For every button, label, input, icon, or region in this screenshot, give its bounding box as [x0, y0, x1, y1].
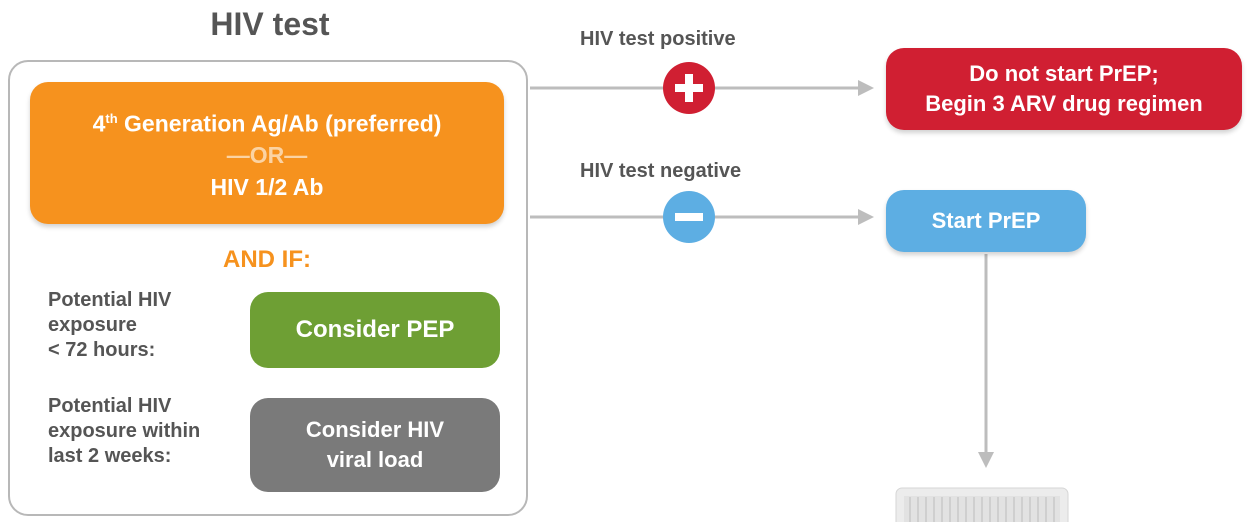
consider-viral-load-label: Consider HIV viral load	[305, 417, 445, 472]
positive-arrowhead	[858, 80, 874, 96]
start-prep-box: Start PrEP	[886, 190, 1086, 252]
start-prep-label: Start PrEP	[931, 208, 1041, 233]
consider-pep-box: Consider PEP	[250, 292, 500, 368]
and-if-heading: AND IF:	[223, 246, 311, 273]
hiv-test-title: HIV test	[210, 6, 330, 42]
pill-bottle-cap-icon	[895, 487, 1069, 522]
test-type-line-3: HIV 1/2 Ab	[210, 174, 324, 201]
test-type-line-1: 4th Generation Ag/Ab (preferred)	[92, 110, 442, 137]
positive-label: HIV test positive	[580, 28, 736, 50]
positive-result-line-1: Do not start PrEP;	[969, 61, 1159, 86]
condition-exposure-2weeks: Potential HIV exposure within last 2 wee…	[48, 395, 201, 467]
test-type-box: 4th Generation Ag/Ab (preferred) —OR— HI…	[30, 82, 504, 224]
or-separator: —OR—	[226, 142, 308, 169]
down-arrowhead	[978, 452, 994, 468]
negative-arrowhead	[858, 209, 874, 225]
minus-icon	[663, 191, 715, 243]
positive-result-line-2: Begin 3 ARV drug regimen	[925, 91, 1203, 116]
consider-pep-label: Consider PEP	[295, 316, 455, 343]
plus-icon	[663, 62, 715, 114]
negative-label: HIV test negative	[580, 160, 742, 182]
consider-viral-load-box: Consider HIV viral load	[250, 398, 500, 492]
do-not-start-prep-box: Do not start PrEP; Begin 3 ARV drug regi…	[886, 48, 1242, 130]
condition-exposure-72h: Potential HIV exposure < 72 hours:	[48, 289, 172, 361]
